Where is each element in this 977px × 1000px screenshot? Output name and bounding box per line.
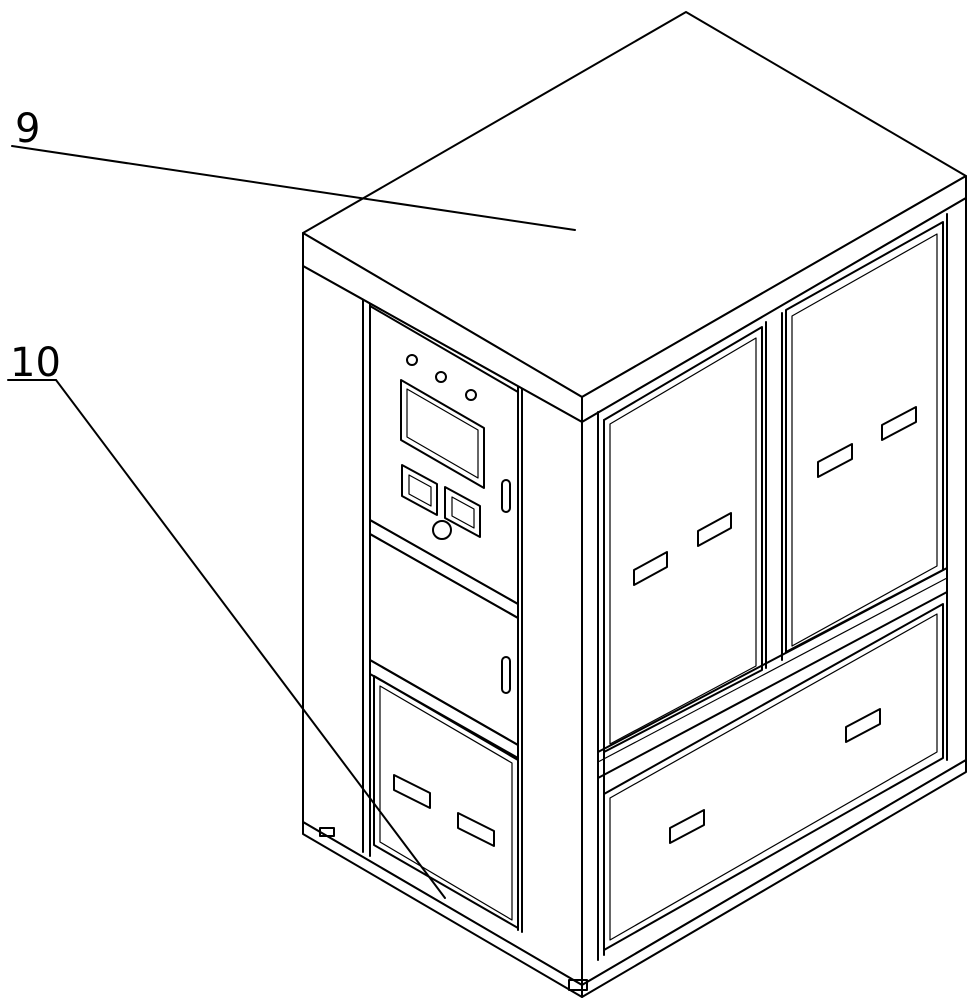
handle-icon (697, 512, 732, 547)
meter-right (444, 486, 481, 538)
meter-left (401, 464, 438, 516)
indicator-lamp-icon (406, 354, 418, 366)
side-door-left (603, 326, 763, 753)
base-plinth (302, 759, 967, 998)
handle-icon (845, 708, 881, 743)
middle-door (369, 533, 519, 759)
handle-icon (501, 656, 511, 694)
handle-icon (393, 774, 431, 809)
display-screen (400, 379, 485, 489)
bottom-drawer-front (373, 675, 519, 929)
indicator-lamp-icon (465, 389, 477, 401)
label-9-text: 9 (15, 106, 40, 152)
side-drawer (603, 603, 944, 951)
top-cover (302, 11, 967, 423)
control-panel (369, 305, 519, 619)
center-post (765, 312, 783, 669)
handle-icon (669, 809, 705, 844)
handle-icon (457, 812, 495, 847)
handle-icon (633, 551, 668, 586)
handle-icon (817, 443, 853, 478)
handle-icon (501, 479, 511, 513)
label-9: 9 (11, 106, 576, 231)
handle-icon (881, 406, 917, 441)
label-10: 10 (7, 340, 446, 899)
label-10-text: 10 (10, 340, 61, 386)
knob-icon (432, 520, 452, 540)
indicator-lamp-icon (435, 371, 447, 383)
middle-rail (597, 567, 948, 779)
